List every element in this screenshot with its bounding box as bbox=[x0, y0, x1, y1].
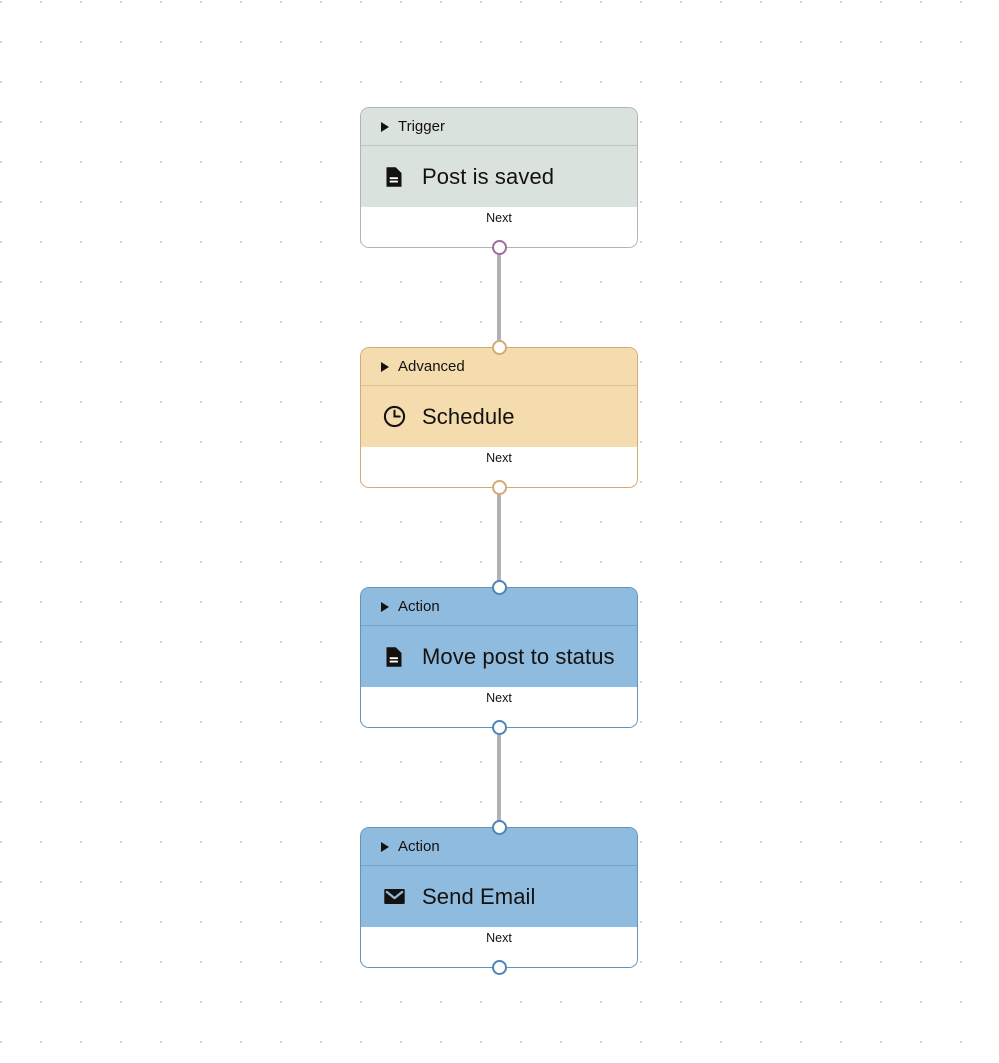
node-category-label: Trigger bbox=[398, 118, 445, 135]
node-input-port[interactable] bbox=[491, 579, 507, 595]
node-body[interactable]: Schedule bbox=[361, 386, 637, 447]
next-label: Next bbox=[486, 451, 512, 465]
node-header[interactable]: Advanced bbox=[361, 348, 637, 385]
caret-right-icon[interactable] bbox=[381, 361, 389, 372]
node-divider bbox=[361, 145, 637, 146]
node-output-port[interactable] bbox=[491, 239, 507, 255]
caret-right-icon[interactable] bbox=[381, 601, 389, 612]
node-divider bbox=[361, 385, 637, 386]
node-output-port[interactable] bbox=[491, 959, 507, 975]
next-label: Next bbox=[486, 931, 512, 945]
caret-right-icon[interactable] bbox=[381, 121, 389, 132]
next-label: Next bbox=[486, 691, 512, 705]
node-header[interactable]: Action bbox=[361, 588, 637, 625]
node-title: Move post to status bbox=[422, 643, 615, 669]
envelope-icon bbox=[381, 884, 407, 910]
node-input-port[interactable] bbox=[491, 819, 507, 835]
connector-edge[interactable] bbox=[497, 235, 501, 345]
document-icon bbox=[381, 644, 407, 670]
node-header[interactable]: Trigger bbox=[361, 108, 637, 145]
next-label: Next bbox=[486, 211, 512, 225]
node-divider bbox=[361, 865, 637, 866]
node-body[interactable]: Move post to status bbox=[361, 626, 637, 687]
node-divider bbox=[361, 625, 637, 626]
connector-edge[interactable] bbox=[497, 475, 501, 585]
node-category-label: Advanced bbox=[398, 358, 465, 375]
document-icon bbox=[381, 164, 407, 190]
node-title: Send Email bbox=[422, 883, 536, 909]
node-body[interactable]: Post is saved bbox=[361, 146, 637, 207]
node-category-label: Action bbox=[398, 598, 440, 615]
node-body[interactable]: Send Email bbox=[361, 866, 637, 927]
node-title: Schedule bbox=[422, 403, 515, 429]
node-output-port[interactable] bbox=[491, 479, 507, 495]
connector-edge[interactable] bbox=[497, 715, 501, 825]
node-category-label: Action bbox=[398, 838, 440, 855]
caret-right-icon[interactable] bbox=[381, 841, 389, 852]
clock-icon bbox=[381, 404, 407, 430]
node-output-port[interactable] bbox=[491, 719, 507, 735]
node-input-port[interactable] bbox=[491, 339, 507, 355]
node-title: Post is saved bbox=[422, 163, 555, 189]
